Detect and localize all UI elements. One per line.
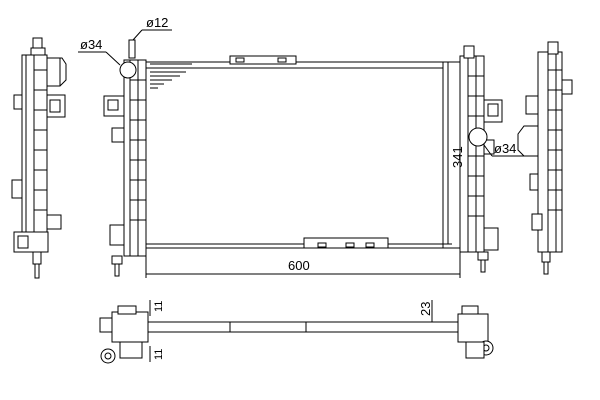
dim-diameter-34-right: ø34 xyxy=(494,141,516,156)
right-tank-side-view xyxy=(517,41,573,275)
core-hatching xyxy=(150,63,192,89)
dim-tab-right: 11 xyxy=(153,349,165,360)
top-view xyxy=(99,305,494,364)
front-view-left-tank xyxy=(103,39,147,277)
left-tank-side-view xyxy=(11,37,67,279)
front-view-right-tank xyxy=(459,45,503,273)
dimension-lines xyxy=(78,29,526,362)
dim-tab-left: 11 xyxy=(153,301,165,312)
dim-diameter-12: ø12 xyxy=(146,15,168,30)
front-view-core xyxy=(145,55,461,249)
dim-height: 341 xyxy=(450,146,465,168)
dim-diameter-34-left: ø34 xyxy=(80,37,102,52)
dim-width: 600 xyxy=(288,258,310,273)
dim-depth: 23 xyxy=(418,302,433,316)
